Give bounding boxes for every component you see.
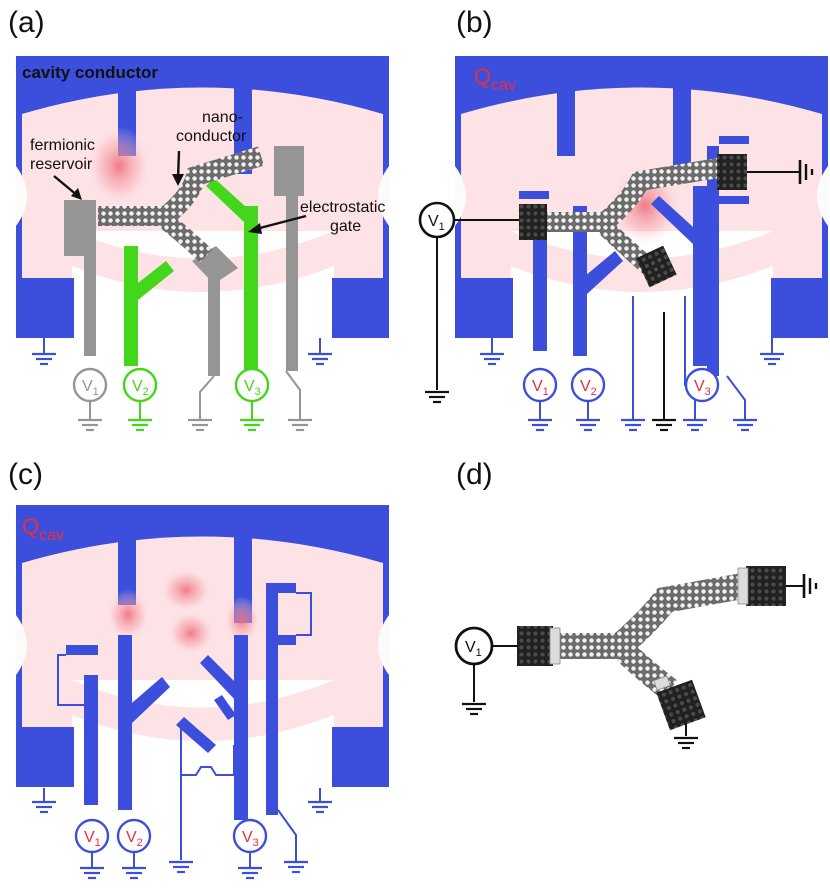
panel-d-nanoconductor <box>517 566 786 731</box>
panel-c-source-v2: V2 <box>116 818 152 880</box>
panel-d-bottom-ground <box>672 724 700 750</box>
label-cavity-conductor: cavity conductor <box>22 63 158 82</box>
svg-text:V1: V1 <box>82 378 99 398</box>
panel-label-b: (b) <box>456 6 493 39</box>
svg-text:V1: V1 <box>465 639 482 659</box>
panel-a-source-v2: V2 <box>122 367 158 432</box>
panel-a-cavity-grounds <box>30 338 334 366</box>
panel-label-d: (d) <box>456 458 493 491</box>
label-gate: gate <box>330 218 361 235</box>
panel-b-source-v1-blue: V1 <box>522 367 558 432</box>
svg-text:V2: V2 <box>126 829 143 849</box>
panel-d-source-v1: V1 <box>454 626 518 716</box>
panel-c-grounds <box>30 788 334 874</box>
panel-label-c: (c) <box>8 458 43 491</box>
panel-c-source-v3: V3 <box>232 818 268 880</box>
svg-text:V1: V1 <box>532 378 549 398</box>
panel-a-source-v3: V3 <box>234 367 270 432</box>
svg-text:V3: V3 <box>242 829 259 849</box>
label-reservoir: reservoir <box>30 156 93 173</box>
svg-text:V3: V3 <box>244 378 261 398</box>
panel-a-source-v1: V1 <box>72 367 108 432</box>
panel-d-right-ground <box>786 574 818 598</box>
panel-a-cavity <box>16 56 389 376</box>
label-nano: nano- <box>202 109 243 126</box>
panel-b-source-v1: V1 <box>418 201 519 404</box>
label-qcav-c: Qcav <box>22 514 64 544</box>
panel-b-source-v3: V3 <box>684 367 720 403</box>
panel-c-cavity <box>16 505 389 860</box>
label-conductor: conductor <box>176 128 247 145</box>
label-electrostatic: electrostatic <box>300 199 385 216</box>
panel-b-center-ground <box>650 312 678 432</box>
panel-b-source-v2: V2 <box>570 367 606 432</box>
panel-c-source-v1: V1 <box>74 818 110 880</box>
svg-text:V2: V2 <box>580 378 597 398</box>
label-fermionic: fermionic <box>30 137 95 154</box>
panel-b-cavity <box>455 56 828 386</box>
label-qcav-b: Qcav <box>474 64 516 94</box>
panel-label-a: (a) <box>8 6 45 39</box>
svg-text:V1: V1 <box>428 213 445 233</box>
svg-text:V3: V3 <box>694 378 711 398</box>
svg-text:V2: V2 <box>132 378 149 398</box>
panel-a-gray-grounds <box>186 370 314 432</box>
panel-b-right-ground <box>747 160 814 184</box>
svg-text:V1: V1 <box>84 829 101 849</box>
